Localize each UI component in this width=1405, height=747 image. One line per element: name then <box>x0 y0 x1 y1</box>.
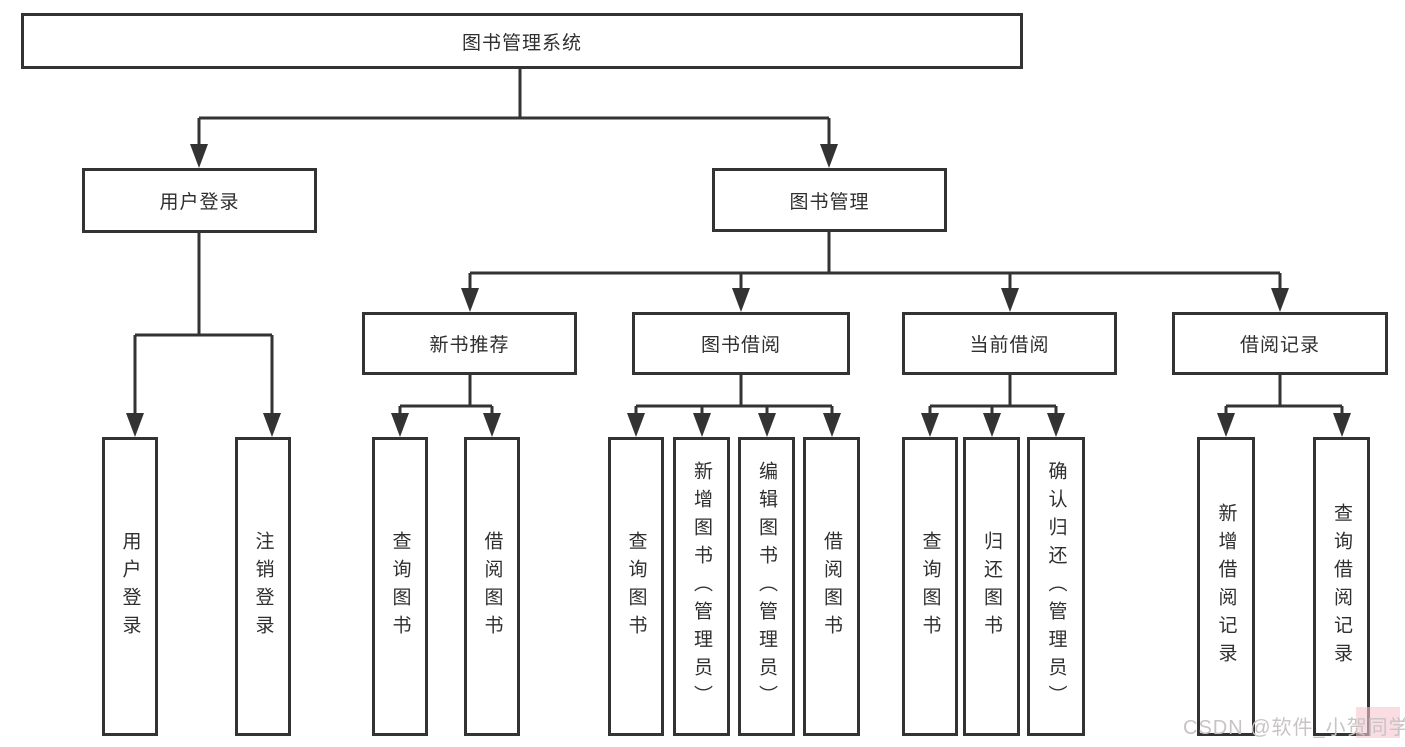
node-leaf-borrow-books-2: 借阅图书 <box>803 437 860 736</box>
node-label: 借阅图书 <box>821 530 842 643</box>
node-label: 查询借阅记录 <box>1331 502 1352 671</box>
node-label: 用户登录 <box>159 192 240 213</box>
node-label: 查询图书 <box>625 530 647 643</box>
node-label: 查询图书 <box>389 530 411 643</box>
node-leaf-query-borrow-record: 查询借阅记录 <box>1313 437 1370 736</box>
node-label: 图书借阅 <box>700 335 781 356</box>
node-label: 新书推荐 <box>429 335 510 356</box>
node-leaf-add-borrow-record: 新增借阅记录 <box>1197 437 1255 736</box>
node-leaf-confirm-return-admin: 确认归还（管理员） <box>1027 437 1085 736</box>
node-leaf-query-books: 查询图书 <box>372 437 428 736</box>
node-library-management-system: 图书管理系统 <box>21 13 1023 69</box>
node-label: 查询图书 <box>919 530 941 643</box>
node-new-book-recommend: 新书推荐 <box>362 312 577 375</box>
node-book-management: 图书管理 <box>712 168 947 232</box>
node-borrow-records: 借阅记录 <box>1172 312 1388 375</box>
node-label: 新增借阅记录 <box>1215 502 1237 671</box>
node-leaf-user-login: 用户登录 <box>102 437 158 736</box>
watermark-accent-block <box>1356 707 1400 738</box>
node-label: 归还图书 <box>981 530 1002 643</box>
node-leaf-query-books-2: 查询图书 <box>608 437 664 736</box>
node-label: 借阅图书 <box>481 530 503 643</box>
node-label: 借阅记录 <box>1239 335 1320 356</box>
node-label: 图书管理系统 <box>461 32 582 54</box>
node-leaf-edit-books-admin: 编辑图书（管理员） <box>738 437 795 736</box>
node-leaf-borrow-books: 借阅图书 <box>464 437 520 736</box>
node-user-login: 用户登录 <box>82 168 317 233</box>
watermark-text: CSDN @软件_小贺同学 <box>1183 717 1405 739</box>
node-leaf-add-books-admin: 新增图书（管理员） <box>673 437 730 736</box>
node-leaf-query-books-3: 查询图书 <box>902 437 958 736</box>
node-label: 注销登录 <box>252 530 274 643</box>
node-book-borrowing: 图书借阅 <box>632 312 850 375</box>
node-label: 用户登录 <box>119 530 141 643</box>
node-leaf-return-books: 归还图书 <box>963 437 1020 736</box>
node-label: 图书管理 <box>789 191 870 213</box>
node-current-borrowing: 当前借阅 <box>902 312 1117 375</box>
node-label: 新增图书（管理员） <box>691 460 712 713</box>
node-label: 编辑图书（管理员） <box>756 460 777 713</box>
node-label: 确认归还（管理员） <box>1045 460 1067 713</box>
node-label: 当前借阅 <box>969 335 1050 356</box>
node-leaf-logout: 注销登录 <box>235 437 291 736</box>
